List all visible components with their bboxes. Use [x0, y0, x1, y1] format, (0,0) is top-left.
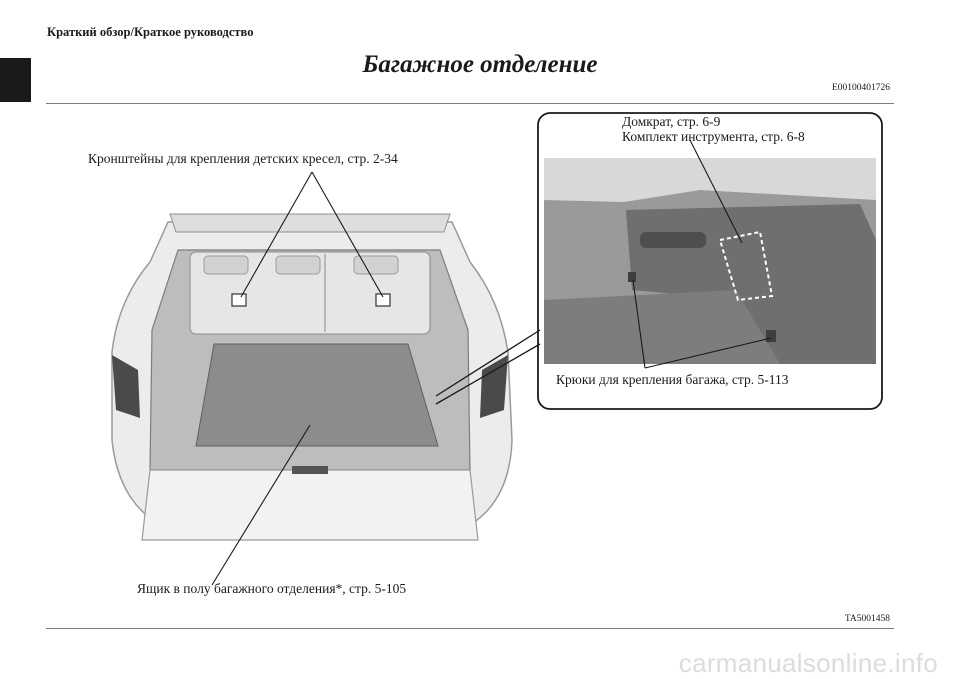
inset-detail-panel	[537, 112, 883, 410]
callout-jack: Домкрат, стр. 6-9	[622, 114, 721, 129]
figure-code: TA5001458	[844, 614, 890, 624]
callout-child-seat-anchors: Кронштейны для крепления детских кресел,…	[88, 151, 398, 166]
callout-cargo-hooks: Крюки для крепления багажа, стр. 5-113	[556, 372, 789, 387]
breadcrumb: Краткий обзор/Краткое руководство	[47, 25, 254, 39]
page-title: Багажное отделение	[362, 51, 598, 78]
car-rear-illustration	[111, 213, 513, 541]
section-tab	[0, 58, 31, 102]
callout-underfloor-box: Ящик в полу багажного отделения*, стр. 5…	[137, 581, 407, 596]
document-code: E00100401726	[831, 83, 890, 93]
figure-frame	[46, 103, 894, 629]
callout-tool-kit: Комплект инструмента, стр. 6-8	[622, 129, 805, 144]
callout-leaders	[211, 139, 772, 586]
watermark: carmanualsonline.info	[678, 648, 938, 678]
